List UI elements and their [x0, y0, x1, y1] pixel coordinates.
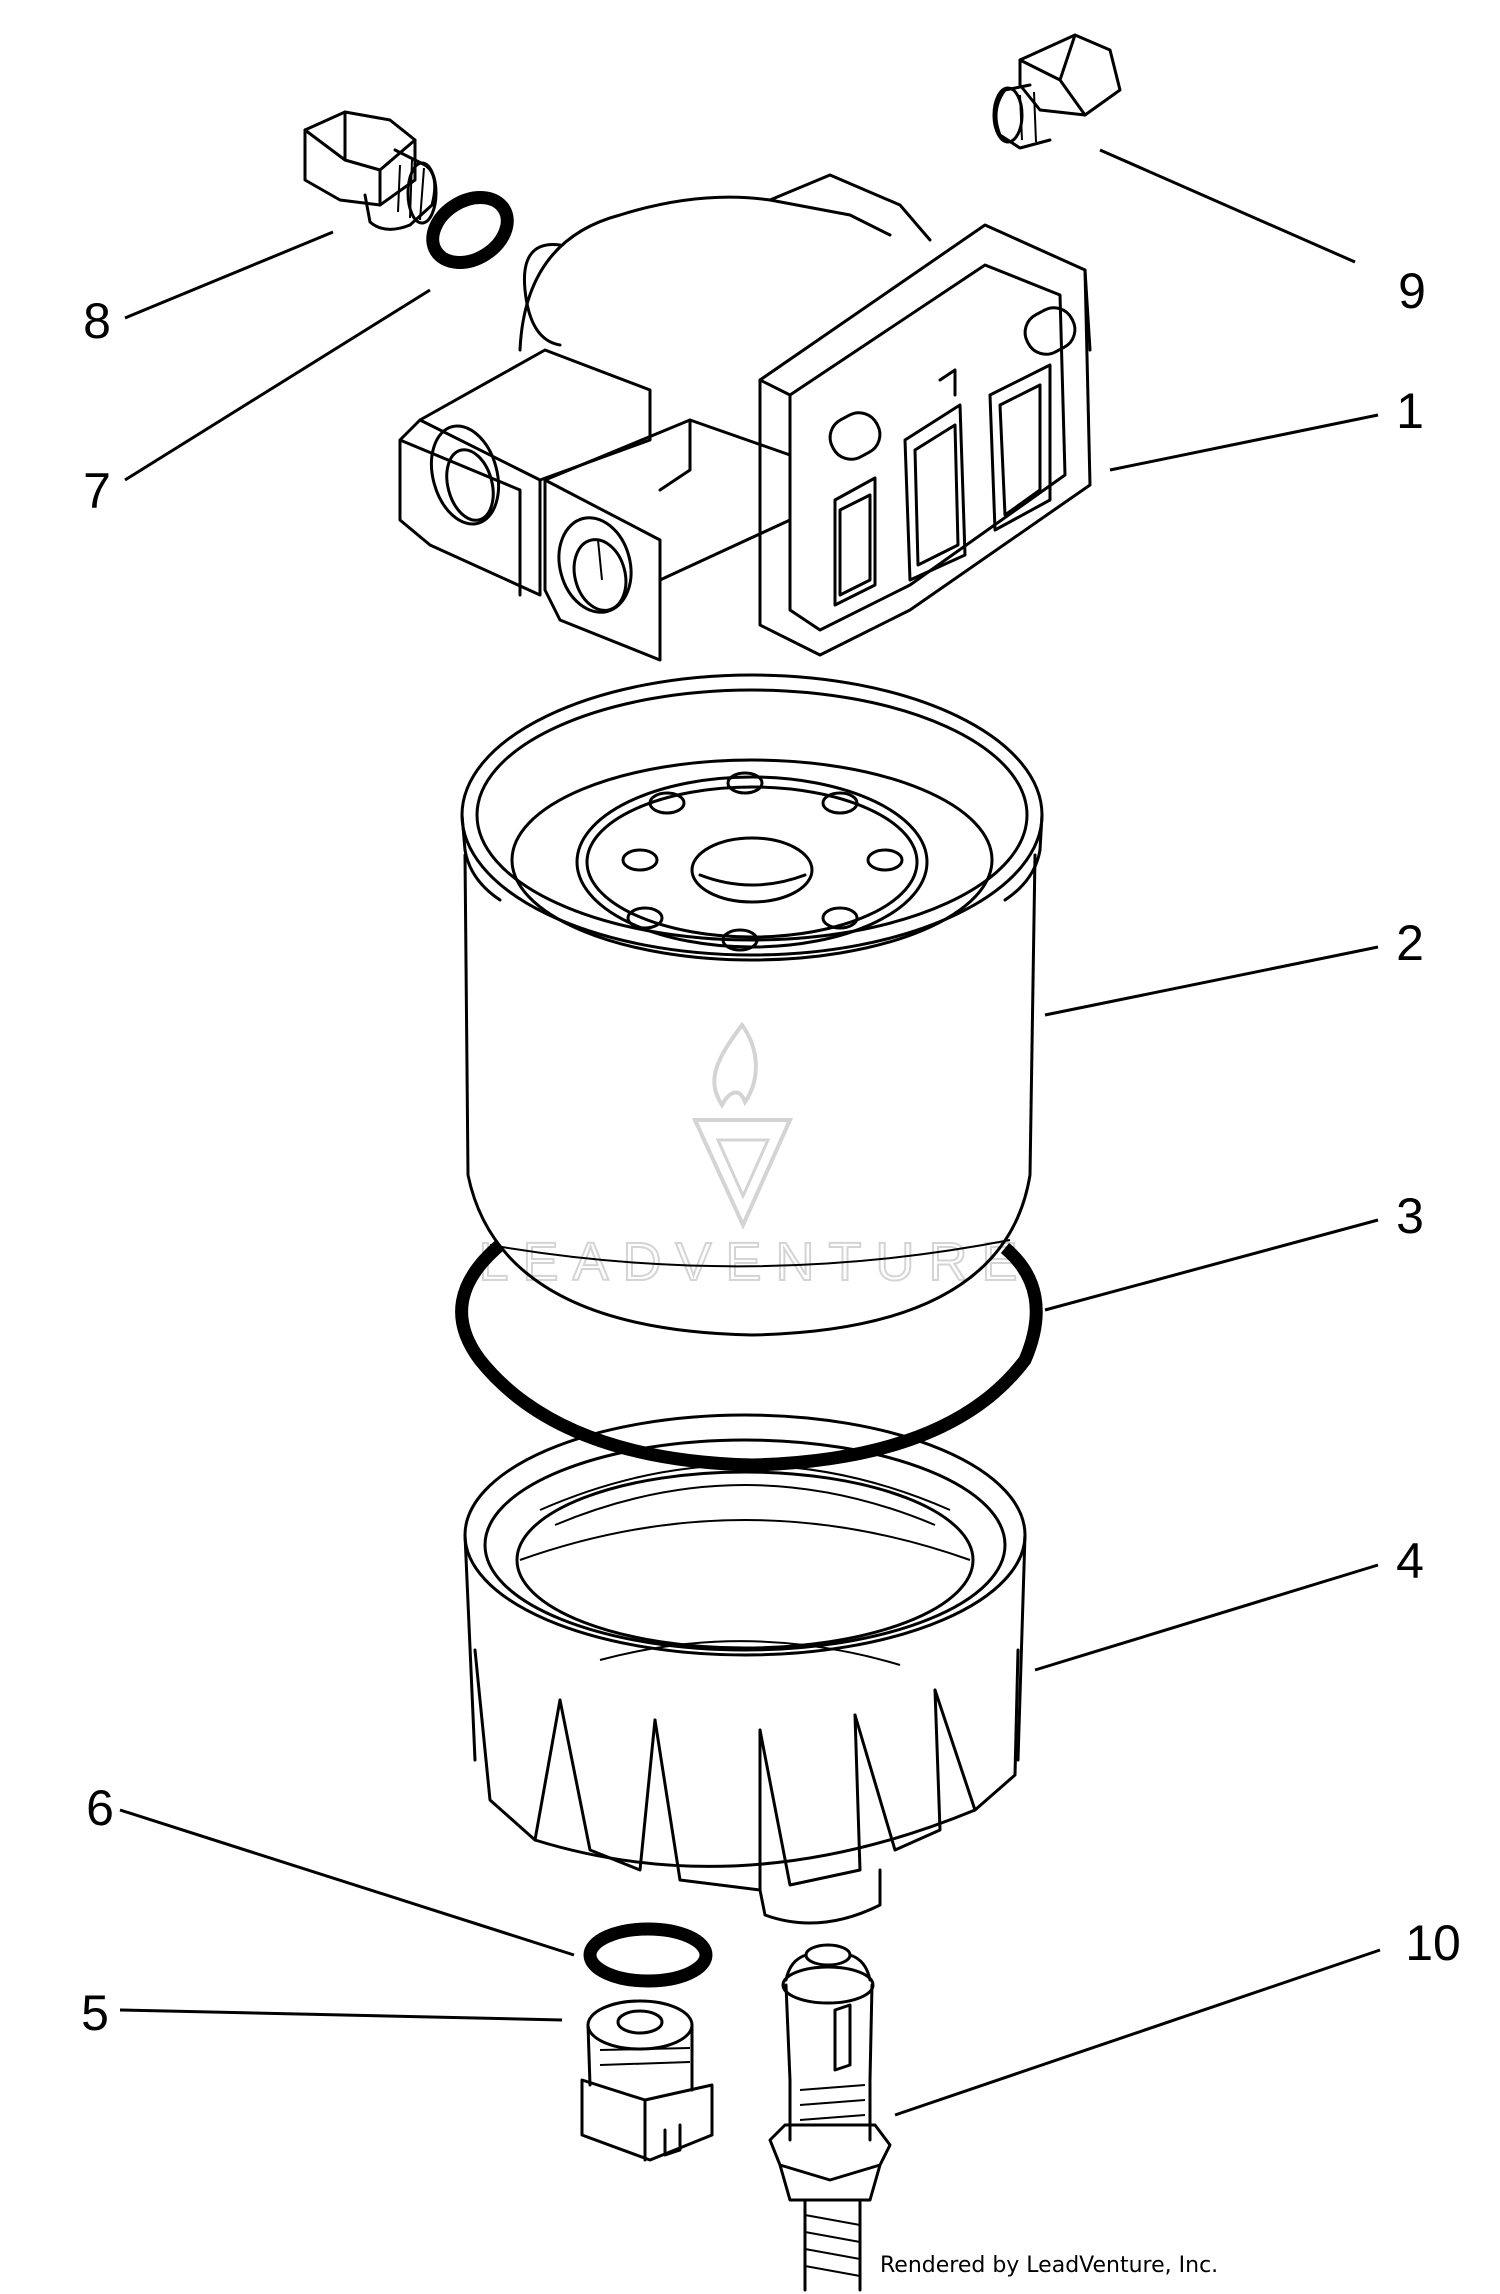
- callout-6: 6: [86, 1780, 114, 1836]
- part-10-drain-valve: [768, 1943, 892, 2292]
- callout-2: 2: [1396, 915, 1424, 971]
- callout-5: 5: [81, 1985, 109, 2041]
- callout-3: 3: [1396, 1188, 1424, 1244]
- part-8-fitting: [303, 110, 438, 231]
- leader-lines: [119, 148, 1381, 2117]
- render-credit: Rendered by LeadVenture, Inc.: [880, 2253, 1218, 2278]
- part-9-fitting: [992, 33, 1122, 150]
- callout-labels: 1 2 3 4 5 6 7 8 9 10: [81, 263, 1461, 2041]
- callout-4: 4: [1396, 1533, 1424, 1589]
- watermark-text: LEADVENTURE: [478, 1232, 1031, 1292]
- part-7-o-ring: [426, 191, 514, 269]
- callout-9: 9: [1398, 263, 1426, 319]
- callout-10: 10: [1405, 1915, 1461, 1971]
- part-2-filter-element: [460, 673, 1044, 1337]
- part-4-bowl: [463, 1413, 1027, 1925]
- callout-8: 8: [83, 293, 111, 349]
- part-6-o-ring: [583, 1922, 713, 1988]
- part-1-filter-head: [398, 173, 1092, 662]
- callout-1: 1: [1396, 383, 1424, 439]
- watermark-logo: LEADVENTURE: [477, 1021, 1031, 1293]
- part-5-plug: [580, 1999, 714, 2162]
- callout-7: 7: [83, 463, 111, 519]
